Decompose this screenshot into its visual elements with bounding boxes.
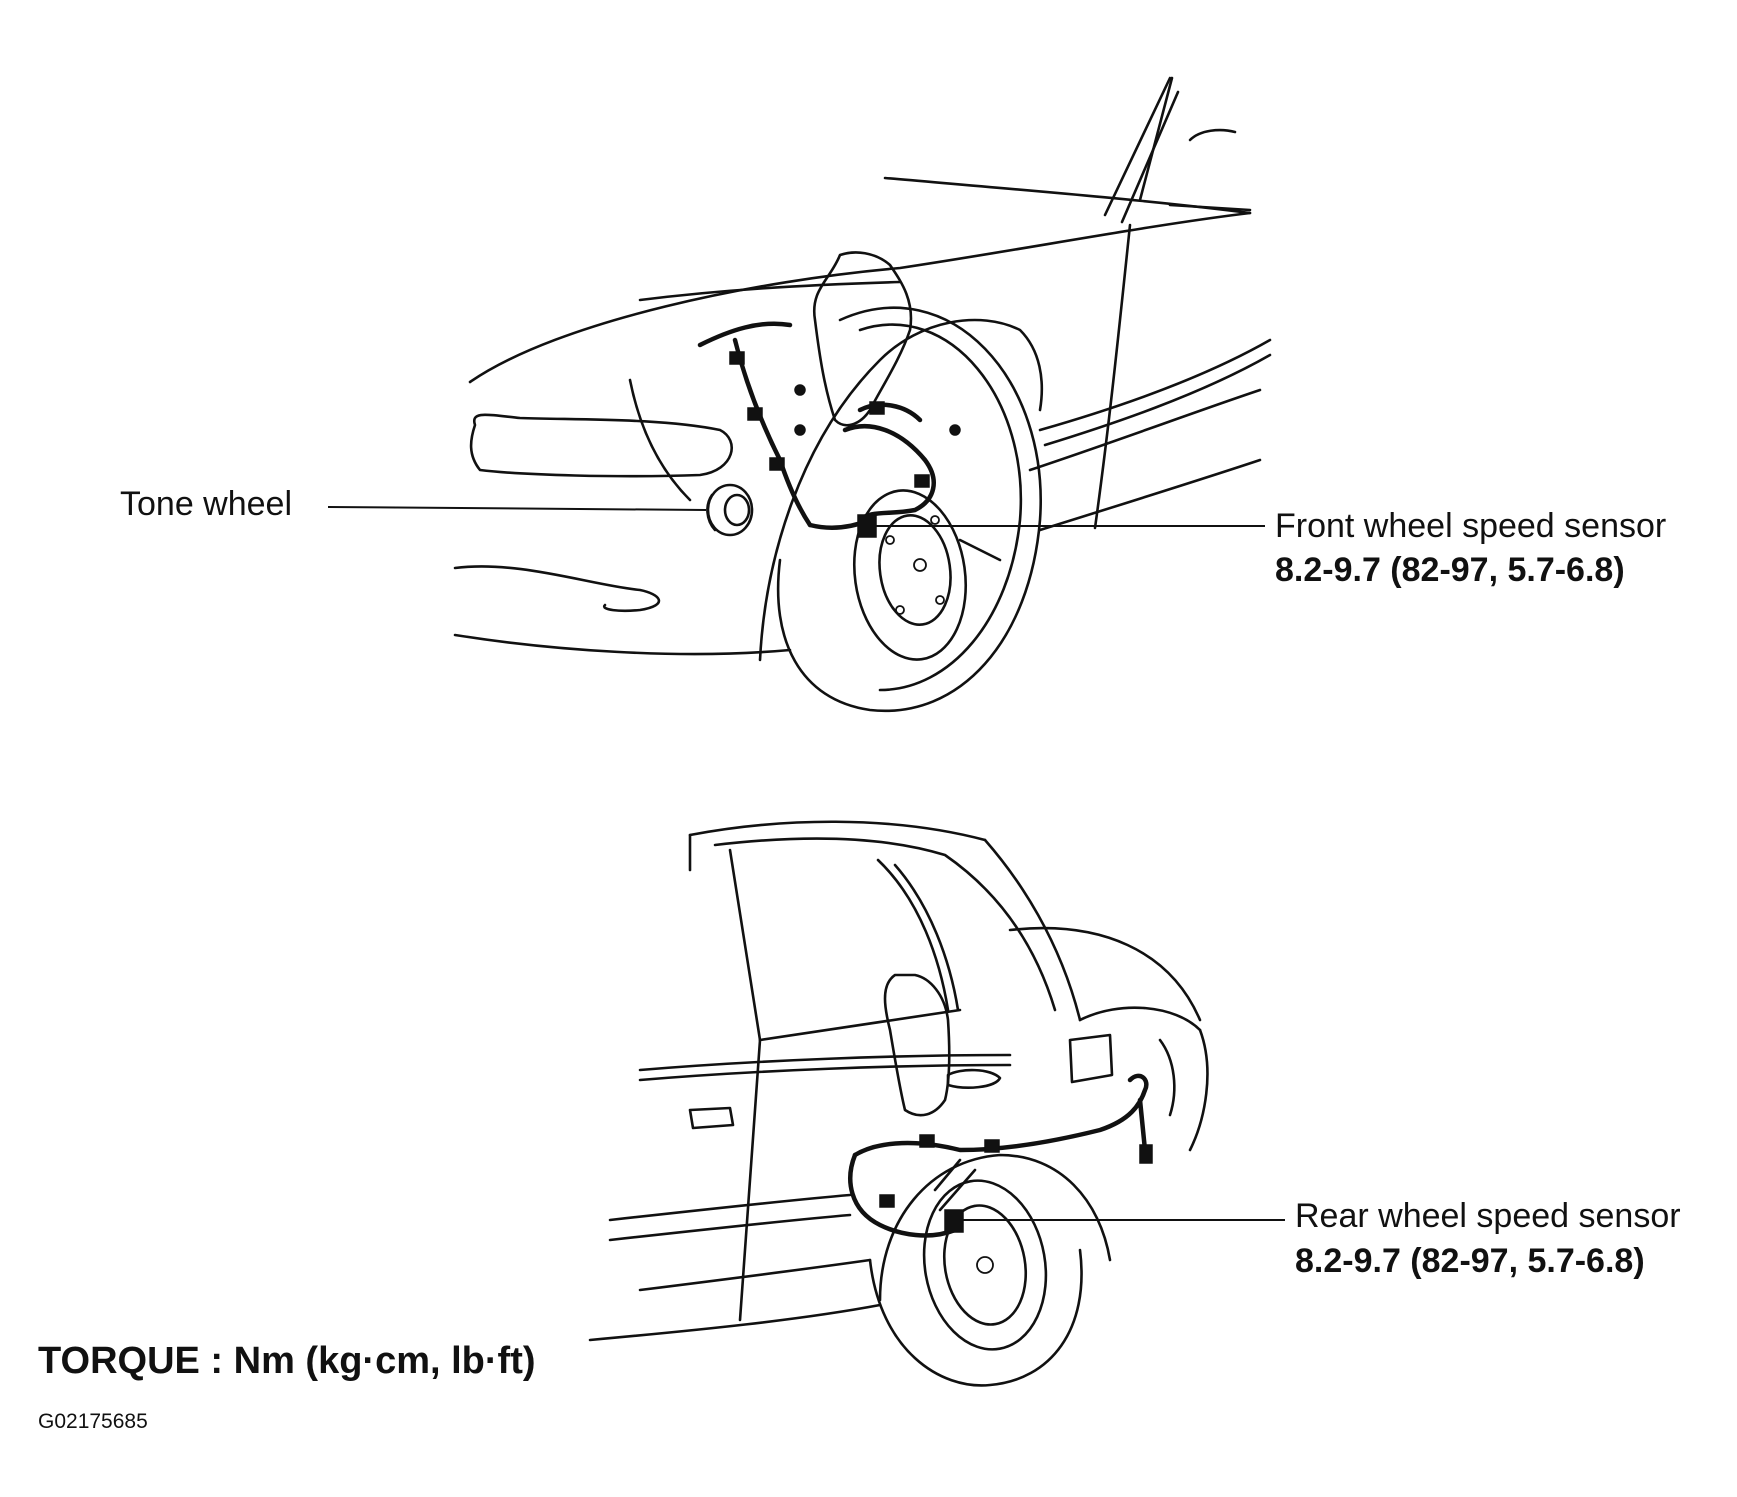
front-car-illustration xyxy=(453,76,1272,713)
rear-sensor-torque: 8.2-9.7 (82-97, 5.7-6.8) xyxy=(1295,1242,1645,1280)
rear-sensor-label: Rear wheel speed sensor xyxy=(1295,1197,1681,1235)
front-sensor-torque: 8.2-9.7 (82-97, 5.7-6.8) xyxy=(1275,551,1625,589)
torque-units-note: TORQUE : Nm (kg·cm, lb·ft) xyxy=(38,1340,536,1382)
rear-car-illustration xyxy=(588,820,1209,1387)
tone-wheel-leader xyxy=(327,506,707,511)
tone-wheel-label: Tone wheel xyxy=(120,485,293,523)
figure-code: G02175685 xyxy=(38,1410,148,1433)
front-sensor-label: Front wheel speed sensor xyxy=(1275,507,1667,545)
